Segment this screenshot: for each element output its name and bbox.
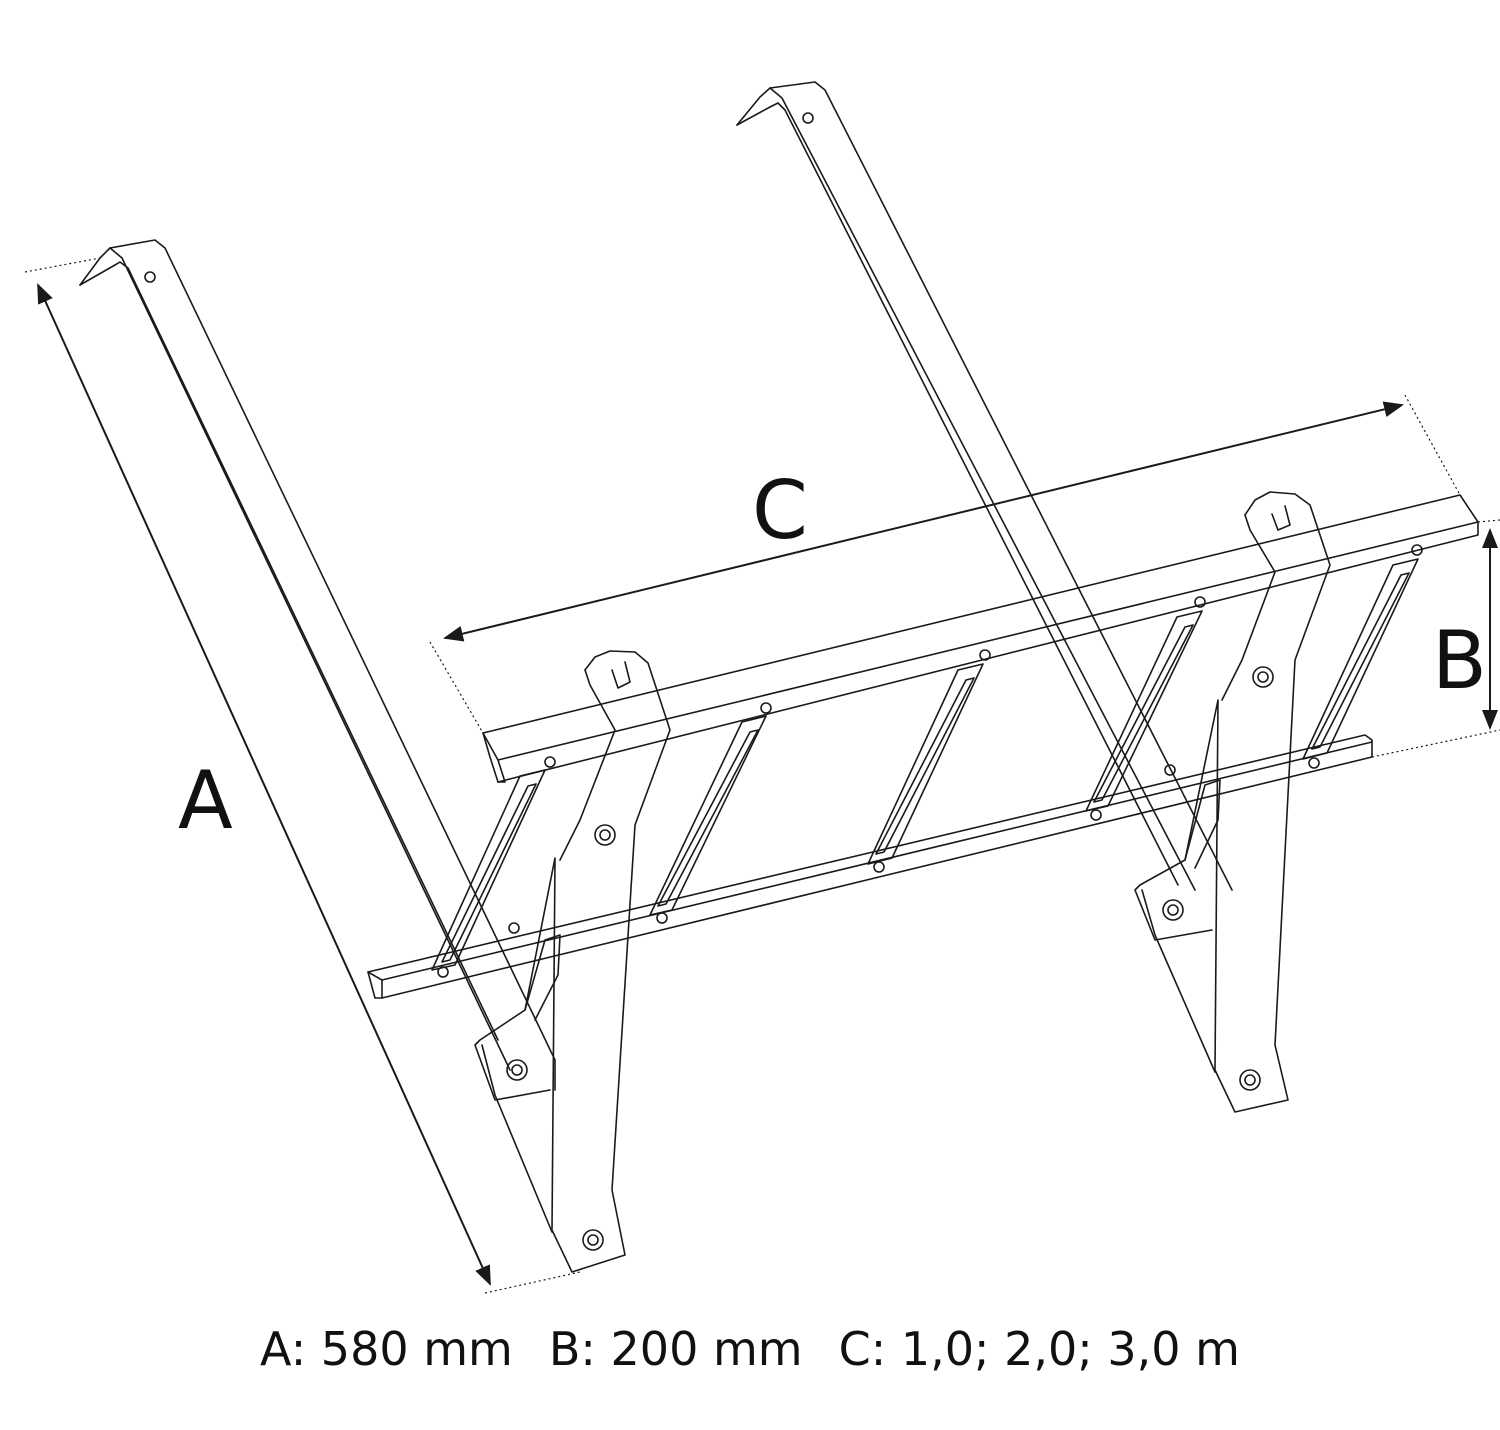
bolt-hole-inner (1257, 671, 1269, 683)
ladder-bracket-diagram: A B C (24, 81, 1500, 1294)
hole-icon (508, 922, 520, 934)
left-hanger-bracket (474, 650, 671, 1273)
hole-icon (873, 861, 885, 873)
rungs (431, 558, 1419, 971)
hole-icon (656, 912, 668, 924)
dimension-c (429, 394, 1461, 734)
bolt-hole-icon (1239, 1069, 1261, 1091)
hole-icon (1164, 764, 1176, 776)
hole-icon (760, 702, 772, 714)
bolt-hole-icon (1162, 899, 1184, 921)
bolt-hole-icon (594, 824, 616, 846)
bolt-hole-inner (1244, 1074, 1256, 1086)
caption-c: C: 1,0; 2,0; 3,0 m (838, 1322, 1240, 1376)
bolt-hole-inner (511, 1064, 523, 1076)
dimension-a (24, 257, 581, 1294)
right-hanger-bracket (1134, 491, 1331, 1113)
hole-icon (144, 271, 156, 283)
top-rail (482, 494, 1479, 783)
caption-b: B: 200 mm (548, 1322, 803, 1376)
hole-icon (979, 649, 991, 661)
hole-icon (802, 112, 814, 124)
dimension-b-label: B (1432, 614, 1487, 707)
caption-a: A: 580 mm (260, 1322, 513, 1376)
bottom-rail (367, 734, 1373, 999)
bolt-hole-inner (587, 1234, 599, 1246)
bolt-hole-icon (1252, 666, 1274, 688)
dimension-c-label: C (752, 464, 808, 557)
right-hook-arm (736, 81, 1233, 891)
dimensions-caption: A: 580 mm B: 200 mm C: 1,0; 2,0; 3,0 m (0, 1322, 1500, 1376)
hole-icon (544, 756, 556, 768)
bolt-hole-inner (1167, 904, 1179, 916)
left-hook-arm (79, 239, 556, 1091)
bolt-hole-inner (599, 829, 611, 841)
bolt-hole-icon (582, 1229, 604, 1251)
dimension-b (1371, 519, 1500, 758)
hole-icon (1411, 544, 1423, 556)
bolt-hole-icon (506, 1059, 528, 1081)
dimension-a-label: A (178, 754, 233, 847)
hole-icon (1090, 809, 1102, 821)
hole-icon (1308, 757, 1320, 769)
